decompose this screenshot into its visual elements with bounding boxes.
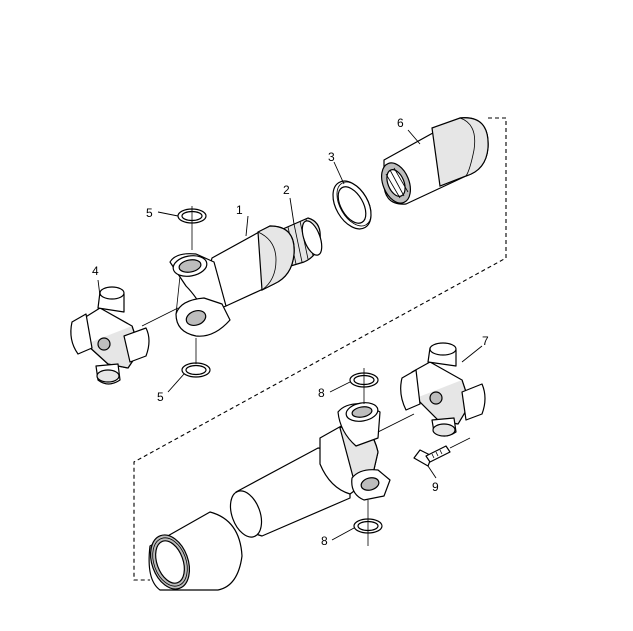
part-5-snap-ring-upper (177, 206, 207, 250)
propeller-tube (148, 447, 351, 591)
callout-8-lower: 8 (321, 534, 328, 548)
callout-1: 1 (236, 203, 243, 217)
part-8-snap-ring-lower (353, 500, 383, 546)
part-4-universal-joint (70, 286, 179, 385)
callout-8-upper: 8 (318, 386, 325, 400)
tube-yoke (319, 402, 415, 501)
callout-7: 7 (482, 334, 489, 348)
part-7-universal-joint (400, 342, 486, 437)
callout-5-lower: 5 (157, 390, 164, 404)
callout-6: 6 (397, 116, 404, 130)
callout-2: 2 (283, 183, 290, 197)
callout-5-upper: 5 (146, 206, 153, 220)
assembly-boundary-dashed (133, 117, 507, 581)
callout-leaders (97, 129, 483, 541)
part-5-snap-ring-lower (181, 338, 211, 378)
part-6-bearing-sleeve (381, 117, 489, 205)
part-3-seal-ring (332, 180, 372, 230)
callout-4: 4 (92, 264, 99, 278)
callout-9: 9 (432, 480, 439, 494)
part-1-slip-yoke (169, 225, 295, 337)
callout-3: 3 (328, 150, 335, 164)
part-8-snap-ring-upper (349, 368, 379, 404)
part-9-bolt (413, 437, 471, 467)
